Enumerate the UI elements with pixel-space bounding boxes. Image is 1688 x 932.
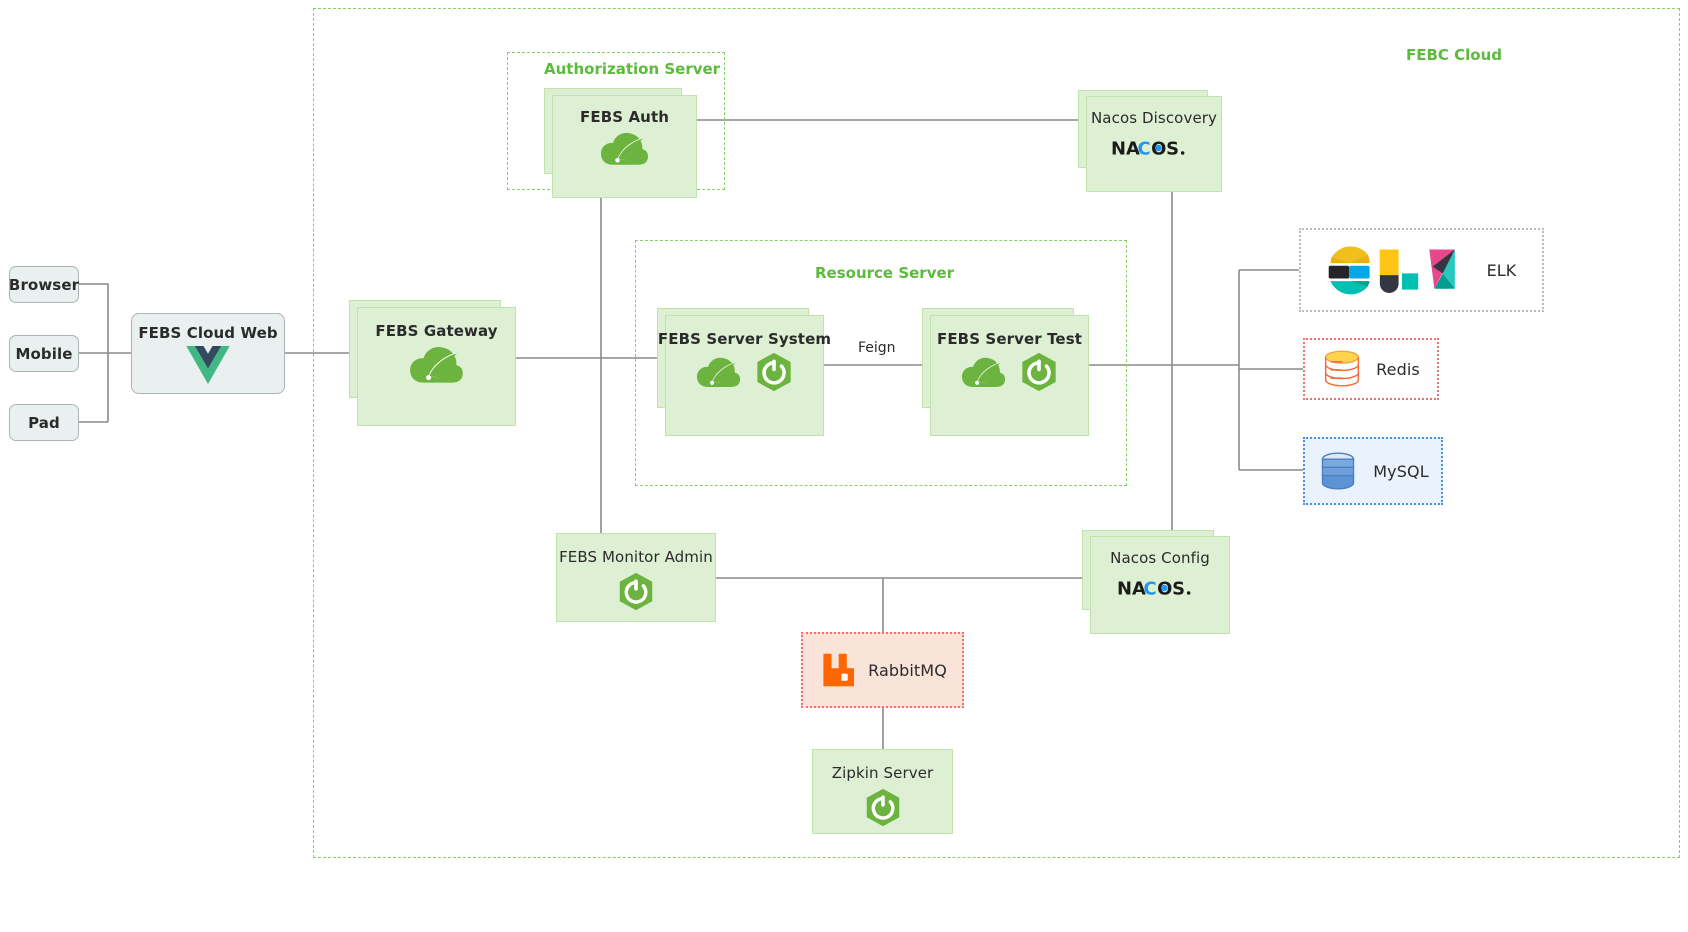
group-resource-server [635, 240, 1127, 486]
node-rabbitmq[interactable]: RabbitMQ [801, 632, 964, 708]
client-mobile-label: Mobile [15, 344, 73, 363]
node-febs-gateway-label: FEBS Gateway [375, 322, 498, 340]
edge-label-feign: Feign [853, 340, 901, 356]
vue-icon [186, 345, 230, 384]
elk-icon [1327, 244, 1477, 296]
node-elk[interactable]: ELK [1299, 228, 1544, 312]
node-redis[interactable]: Redis [1303, 338, 1439, 400]
node-mysql-label: MySQL [1373, 461, 1429, 481]
spring-boot-icon [1020, 352, 1058, 392]
spring-cloud-icon [696, 355, 741, 390]
node-nacos-discovery[interactable]: Nacos Discovery NA C O S [1078, 90, 1222, 192]
spring-boot-icon [618, 572, 654, 611]
node-mysql[interactable]: MySQL [1303, 437, 1443, 505]
svg-text:NA: NA [1111, 138, 1140, 159]
node-febs-monitor-admin-label: FEBS Monitor Admin [559, 548, 713, 566]
service-icons [696, 352, 793, 392]
service-icons [961, 352, 1058, 392]
nacos-logo: NA C O S [1111, 135, 1197, 161]
group-febc-cloud [313, 8, 1680, 858]
svg-text:S: S [1172, 578, 1185, 599]
node-nacos-discovery-label: Nacos Discovery [1090, 109, 1218, 127]
group-label-febc-cloud: FEBC Cloud [1406, 46, 1503, 64]
node-redis-label: Redis [1376, 359, 1420, 379]
svg-text:C: C [1144, 578, 1157, 599]
node-febs-auth[interactable]: FEBS Auth [544, 88, 697, 198]
stack-layer-front: Nacos Config NA C O S [1090, 536, 1230, 634]
node-zipkin-server-label: Zipkin Server [831, 764, 934, 782]
node-elk-label: ELK [1486, 260, 1517, 280]
node-febs-monitor-admin[interactable]: FEBS Monitor Admin [556, 533, 716, 622]
svg-text:NA: NA [1117, 578, 1146, 599]
node-febs-server-test[interactable]: FEBS Server Test [922, 308, 1089, 436]
nacos-logo: NA C O S [1117, 575, 1203, 601]
node-zipkin-server[interactable]: Zipkin Server [812, 749, 953, 834]
node-rabbitmq-label: RabbitMQ [868, 660, 947, 680]
stack-layer-front: FEBS Server System [658, 315, 831, 436]
spring-cloud-icon [409, 344, 464, 386]
client-mobile[interactable]: Mobile [9, 335, 79, 372]
svg-text:S: S [1166, 138, 1179, 159]
redis-icon [1322, 349, 1362, 389]
node-febs-auth-label: FEBS Auth [580, 108, 669, 126]
node-febs-cloud-web-label: FEBS Cloud Web [138, 323, 278, 342]
client-browser-label: Browser [8, 275, 80, 294]
stack-layer-front: FEBS Server Test [930, 315, 1089, 436]
spring-boot-icon [865, 788, 901, 827]
client-pad-label: Pad [28, 413, 60, 432]
spring-cloud-icon [600, 130, 649, 168]
mysql-icon [1317, 450, 1359, 492]
rabbitmq-icon [818, 652, 855, 688]
spring-boot-icon [755, 352, 793, 392]
node-febs-gateway[interactable]: FEBS Gateway [349, 300, 516, 426]
client-pad[interactable]: Pad [9, 404, 79, 441]
node-febs-server-system[interactable]: FEBS Server System [657, 308, 831, 436]
client-browser[interactable]: Browser [9, 266, 79, 303]
group-label-authorization-server: Authorization Server [544, 60, 721, 78]
svg-text:C: C [1138, 138, 1151, 159]
stack-layer-front: FEBS Auth [552, 95, 697, 198]
node-nacos-config[interactable]: Nacos Config NA C O S [1082, 530, 1230, 634]
group-label-resource-server: Resource Server [815, 264, 955, 282]
node-febs-cloud-web[interactable]: FEBS Cloud Web [131, 313, 285, 394]
node-nacos-config-label: Nacos Config [1110, 549, 1210, 567]
node-febs-server-test-label: FEBS Server Test [936, 330, 1082, 348]
stack-layer-front: Nacos Discovery NA C O S [1086, 96, 1222, 192]
stack-layer-front: FEBS Gateway [357, 307, 516, 426]
spring-cloud-icon [961, 355, 1006, 390]
node-febs-server-system-label: FEBS Server System [657, 330, 832, 348]
